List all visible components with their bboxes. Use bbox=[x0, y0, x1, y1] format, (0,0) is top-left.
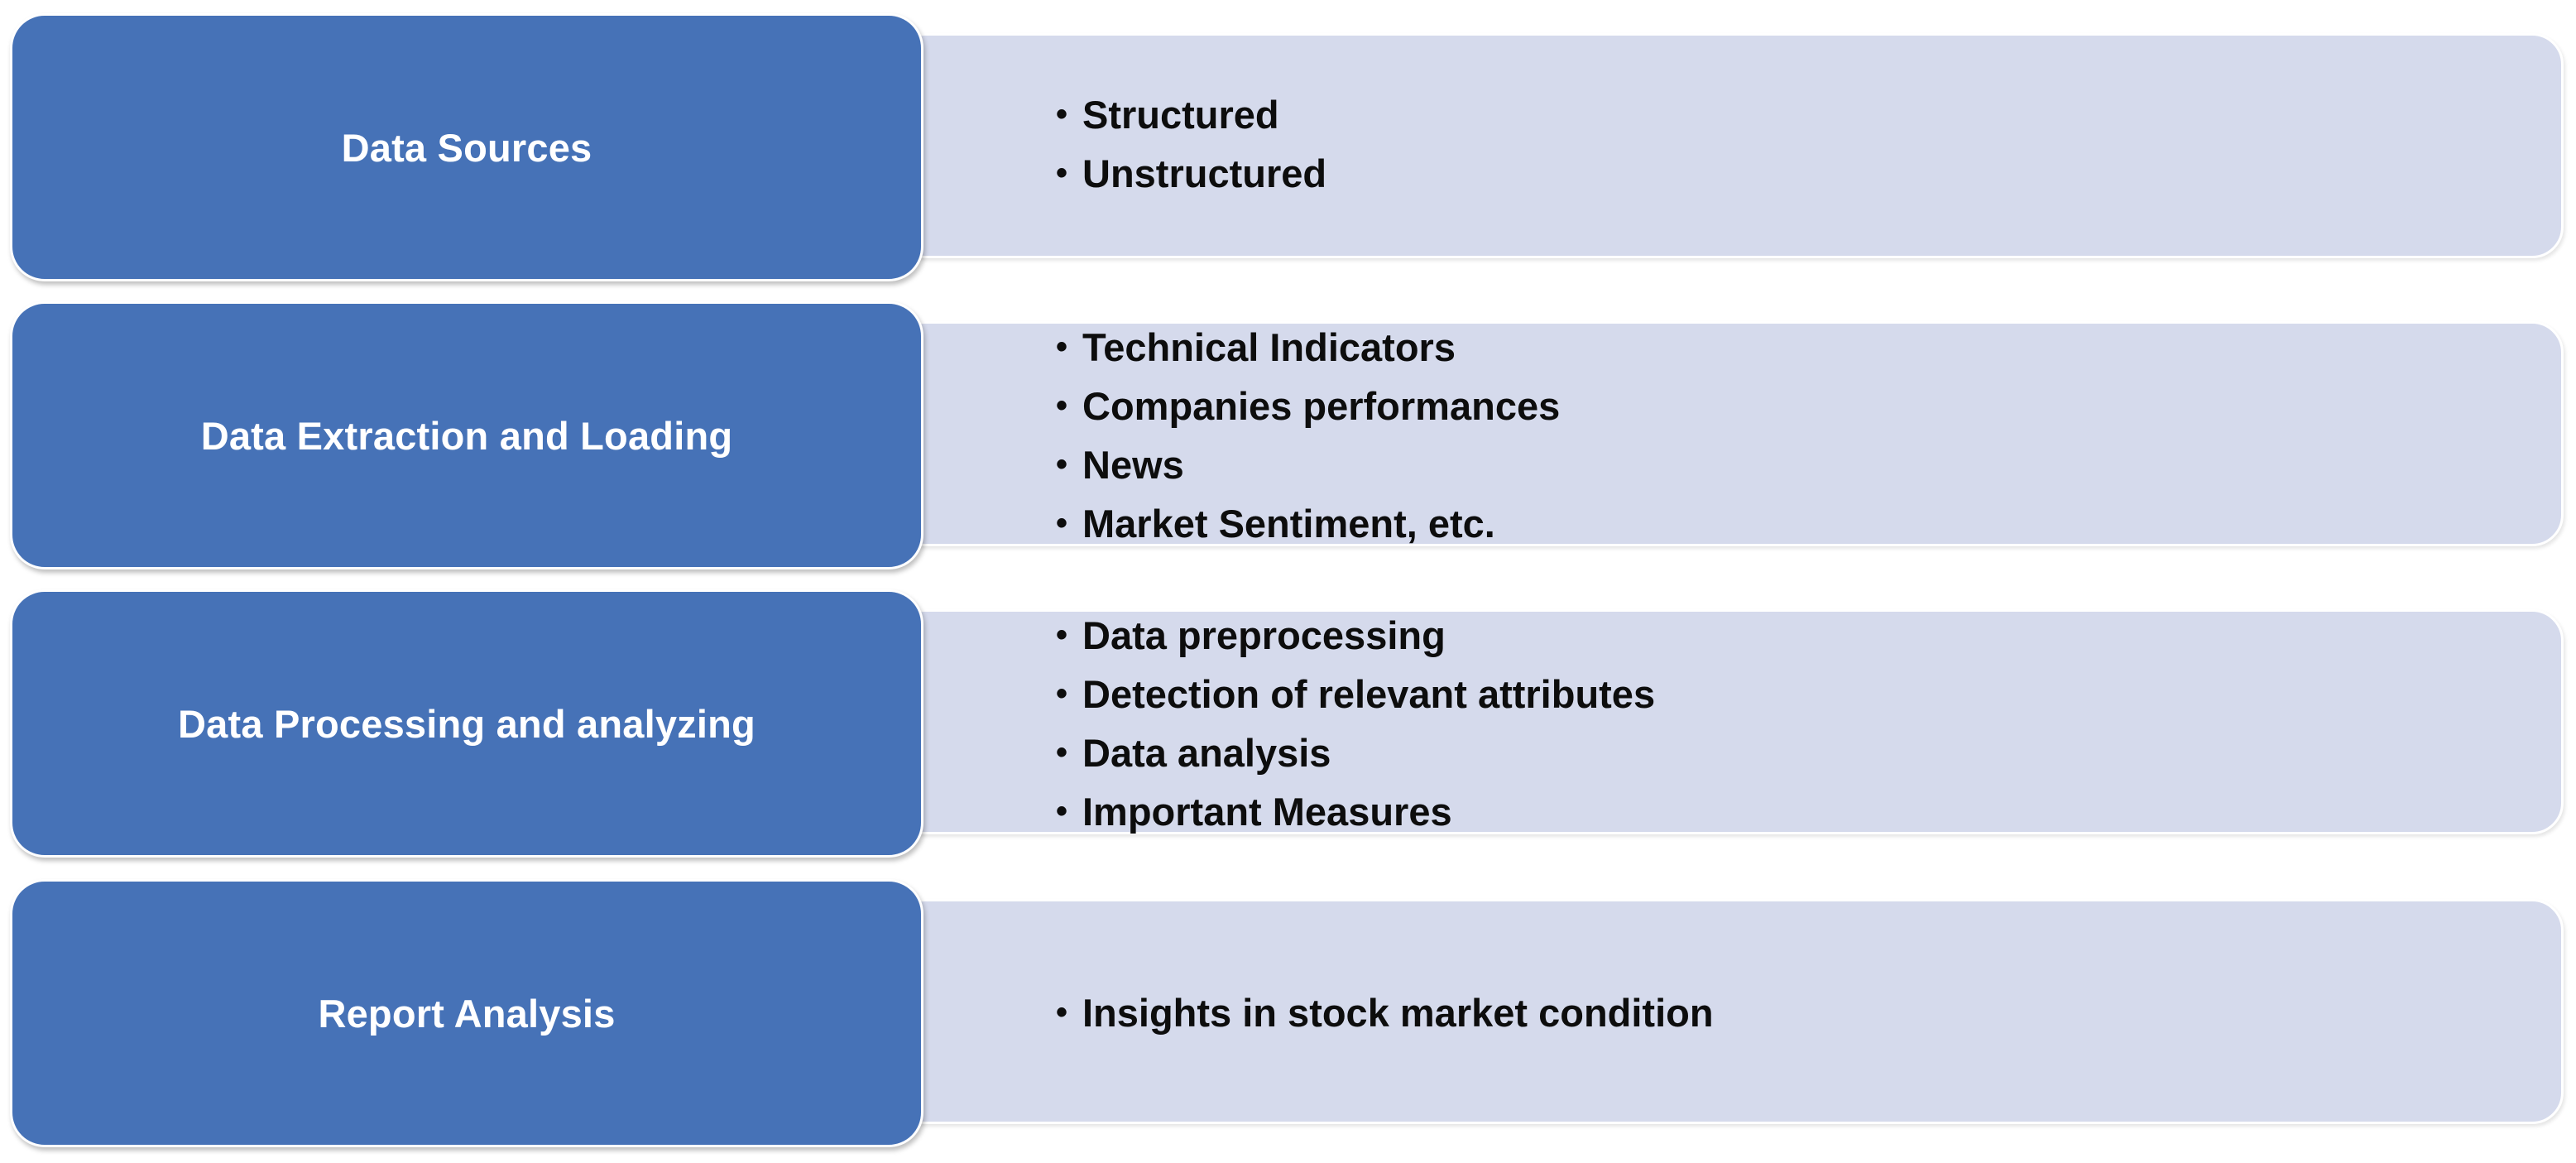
stage-box-report-analysis: Report Analysis bbox=[10, 879, 923, 1147]
stage-row-data-sources: Data Sources • Structured • Unstructured bbox=[0, 13, 2576, 281]
stage-bullet-list: • Structured • Unstructured bbox=[1056, 85, 1326, 203]
bullet-icon: • bbox=[1056, 734, 1068, 771]
bullet-icon: • bbox=[1056, 505, 1068, 541]
stage-label: Data Sources bbox=[341, 125, 592, 170]
bullet-item: • Data preprocessing bbox=[1056, 606, 1655, 665]
bullet-item: • Market Sentiment, etc. bbox=[1056, 494, 1560, 553]
bullet-item: • Structured bbox=[1056, 85, 1326, 144]
bullet-icon: • bbox=[1056, 96, 1068, 132]
bullet-text: Market Sentiment, etc. bbox=[1082, 502, 1495, 545]
bullet-text: News bbox=[1082, 443, 1184, 487]
bullet-item: • Data analysis bbox=[1056, 723, 1655, 782]
stage-label: Report Analysis bbox=[318, 991, 616, 1036]
stage-detail-panel bbox=[894, 899, 2564, 1124]
bullet-text: Data analysis bbox=[1082, 731, 1331, 775]
stage-label: Data Extraction and Loading bbox=[200, 413, 733, 458]
bullet-text: Unstructured bbox=[1082, 151, 1327, 195]
bullet-icon: • bbox=[1056, 329, 1068, 365]
bullet-icon: • bbox=[1056, 675, 1068, 712]
bullet-text: Companies performances bbox=[1082, 384, 1561, 428]
stage-row-data-extraction: Data Extraction and Loading • Technical I… bbox=[0, 301, 2576, 569]
bullet-text: Data preprocessing bbox=[1082, 613, 1446, 657]
bullet-item: • News bbox=[1056, 435, 1560, 494]
bullet-item: • Companies performances bbox=[1056, 377, 1560, 435]
stage-box-data-sources: Data Sources bbox=[10, 13, 923, 281]
stage-box-data-extraction: Data Extraction and Loading bbox=[10, 301, 923, 569]
stage-label: Data Processing and analyzing bbox=[178, 701, 756, 746]
bullet-text: Technical Indicators bbox=[1082, 325, 1456, 369]
stage-detail-panel bbox=[894, 33, 2564, 258]
stage-bullet-list: • Insights in stock market condition bbox=[1056, 983, 1714, 1042]
bullet-icon: • bbox=[1056, 617, 1068, 653]
stage-row-data-processing: Data Processing and analyzing • Data prep… bbox=[0, 589, 2576, 858]
bullet-text: Insights in stock market condition bbox=[1082, 991, 1714, 1035]
stage-box-data-processing: Data Processing and analyzing bbox=[10, 589, 923, 858]
stage-row-report-analysis: Report Analysis • Insights in stock marke… bbox=[0, 879, 2576, 1147]
stage-detail-panel bbox=[894, 321, 2564, 546]
bullet-item: • Technical Indicators bbox=[1056, 318, 1560, 377]
bullet-item: • Unstructured bbox=[1056, 144, 1326, 203]
bullet-item: • Insights in stock market condition bbox=[1056, 983, 1714, 1042]
bullet-icon: • bbox=[1056, 446, 1068, 483]
bullet-text: Important Measures bbox=[1082, 790, 1452, 834]
bullet-item: • Detection of relevant attributes bbox=[1056, 665, 1655, 723]
bullet-icon: • bbox=[1056, 994, 1068, 1031]
bullet-icon: • bbox=[1056, 387, 1068, 424]
stage-detail-panel bbox=[894, 609, 2564, 834]
bullet-text: Structured bbox=[1082, 93, 1279, 137]
stage-bullet-list: • Data preprocessing • Detection of releva… bbox=[1056, 606, 1655, 841]
bullet-text: Detection of relevant attributes bbox=[1082, 672, 1656, 716]
stage-bullet-list: • Technical Indicators • Companies perform… bbox=[1056, 318, 1560, 553]
bullet-icon: • bbox=[1056, 793, 1068, 829]
bullet-item: • Important Measures bbox=[1056, 782, 1655, 841]
bullet-icon: • bbox=[1056, 155, 1068, 191]
